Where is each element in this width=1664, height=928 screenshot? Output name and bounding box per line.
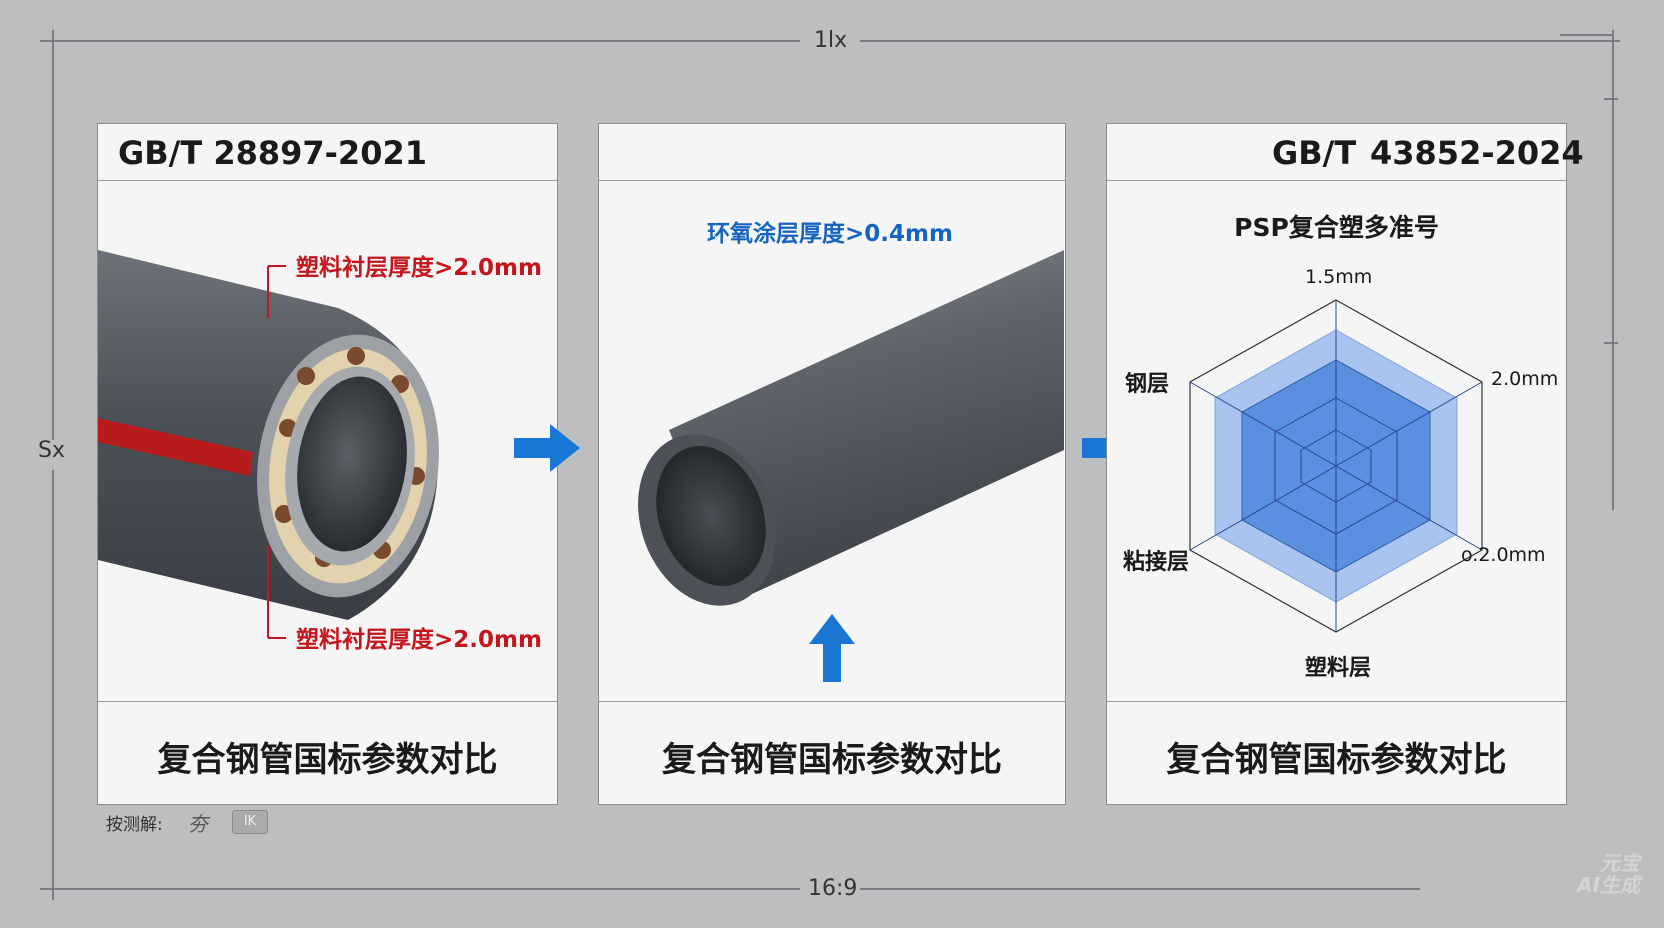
- radar-label-bottom: 塑料层: [1305, 656, 1372, 681]
- panel-gbt-43852: GB/T 43852-2024 PSP复合塑多准号 1.5mm 2.0mm o.…: [1106, 123, 1584, 805]
- footer-caption: 复合钢管国标参数对比: [662, 740, 1002, 780]
- callout-line-top: [267, 265, 286, 318]
- lining-thickness-callout-top: 塑料衬层厚度>2.0mm: [296, 255, 542, 281]
- lined-pipe-illustration: 塑料衬层厚度>2.0mm 塑料衬层厚度>2.0mm: [98, 180, 557, 702]
- radar-title: PSP复合塑多准号: [1234, 213, 1439, 242]
- lining-bead: [275, 505, 293, 523]
- frame-tick-tr: [1560, 34, 1614, 36]
- panel-footer: 复合钢管国标参数对比: [98, 701, 557, 804]
- red-marker-stripe: [98, 418, 253, 476]
- note-glyph: 夯: [188, 812, 208, 836]
- footer-caption: 复合钢管国标参数对比: [1166, 740, 1507, 780]
- callout-line-bottom: [267, 546, 286, 639]
- panel-footer: 复合钢管国标参数对比: [1107, 701, 1566, 804]
- lined-pipe-svg: [98, 250, 439, 639]
- epoxy-thickness-callout: 环氧涂层厚度>0.4mm: [707, 221, 953, 247]
- up-arrow-icon: [809, 614, 855, 682]
- footer-caption: 复合钢管国标参数对比: [157, 740, 498, 780]
- lining-thickness-callout-bottom: 塑料衬层厚度>2.0mm: [296, 627, 542, 653]
- radar-label-upper-right: 2.0mm: [1491, 368, 1559, 390]
- radar-spoke: [1189, 381, 1483, 551]
- radar-label-upper-left: 钢层: [1125, 372, 1170, 397]
- frame-left-line: [52, 30, 54, 440]
- frame-bottom-line-right: [860, 888, 1420, 890]
- ai-watermark: 元宝 AI生成: [1577, 851, 1640, 897]
- frame-bottom-line: [40, 888, 800, 890]
- panel-header: GB/T 28897-2021: [98, 124, 557, 181]
- panel-header: [599, 124, 1065, 181]
- standard-prefix: GB/T: [1272, 134, 1357, 172]
- width-dimension-label: 1lx: [814, 28, 848, 53]
- lining-bead: [347, 347, 365, 365]
- radar-label-lower-right: o.2.0mm: [1461, 544, 1546, 566]
- pipe-bore: [656, 446, 766, 586]
- radar-label-top: 1.5mm: [1305, 266, 1373, 288]
- panel-header: GB/T 43852-2024: [1107, 124, 1584, 181]
- note-stamp: IK: [232, 810, 268, 834]
- frame-top-line-right: [860, 40, 1620, 42]
- pipe-bore: [297, 376, 407, 552]
- frame-left-line-lower: [52, 470, 54, 900]
- panel-footer: 复合钢管国标参数对比: [599, 701, 1065, 804]
- frame-right-line: [1612, 30, 1614, 510]
- radar-diagram: PSP复合塑多准号 1.5mm 2.0mm o.2.0mm 塑料层 粘接层 钢层: [1107, 180, 1566, 702]
- panel-gbt-28897: GB/T 28897-2021: [97, 123, 558, 805]
- panel-epoxy-coated: 环氧涂层厚度>0.4mm 复合钢管国标参数对比: [598, 123, 1066, 805]
- coated-pipe-svg: [638, 250, 1064, 606]
- standard-title: GB/T 28897-2021: [118, 134, 427, 172]
- right-arrow-icon: [514, 424, 580, 472]
- radar-svg: [1189, 299, 1483, 633]
- lining-bead: [297, 367, 315, 385]
- frame-tick-r1: [1604, 98, 1618, 100]
- standard-number: 43852-2024: [1370, 134, 1584, 172]
- height-dimension-label: Sx: [38, 438, 65, 463]
- note-label: 按测解:: [106, 815, 163, 835]
- radar-label-lower-left: 粘接层: [1123, 550, 1190, 575]
- frame-top-line: [40, 40, 800, 42]
- ratio-dimension-label: 16:9: [808, 876, 858, 901]
- coated-pipe-illustration: 环氧涂层厚度>0.4mm: [599, 180, 1065, 702]
- frame-tick-r2: [1604, 342, 1618, 344]
